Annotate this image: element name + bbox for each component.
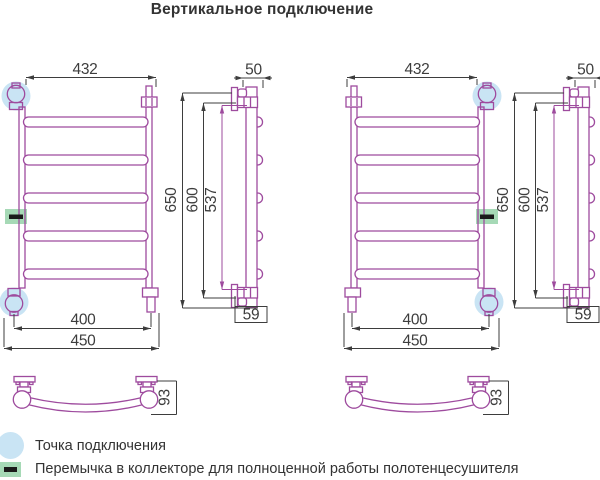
- valve-top: [6, 82, 26, 111]
- dim-arc-depth: 93: [157, 389, 174, 406]
- dim-mounting-height: 600: [517, 187, 534, 213]
- dim-bottom-width-inner: 400: [71, 312, 97, 329]
- dim-overall-height: 650: [163, 187, 180, 213]
- fitting-bottom: [344, 287, 362, 313]
- connection-spacing-dimension: [219, 105, 247, 290]
- jumper-bar: [9, 214, 23, 219]
- arc-tube-inner: [27, 403, 144, 413]
- rung: [22, 268, 149, 280]
- arc-collector-left: [344, 390, 364, 409]
- arc-mount-right: [135, 375, 158, 394]
- rung: [354, 154, 481, 166]
- arc-tube-outer: [28, 396, 143, 405]
- drawing-group-right: 432 400 450: [343, 61, 600, 415]
- arc-mount-right: [467, 375, 490, 394]
- jumper-bar: [480, 214, 494, 219]
- dim-side-top-offset: 50: [577, 62, 594, 79]
- dim-top-width: 432: [73, 61, 98, 78]
- front-dimension-lines: [3, 75, 160, 351]
- dim-mounting-height: 600: [185, 187, 202, 213]
- rung: [354, 192, 481, 204]
- legend-label-jumper: Перемычка в коллекторе для полноценной р…: [35, 461, 519, 477]
- fitting-bottom: [141, 287, 159, 313]
- arc-tube-inner: [359, 403, 476, 413]
- drawing-group-left: 432 400 450: [0, 61, 272, 415]
- dim-side-top-offset: 50: [245, 62, 262, 79]
- rung: [22, 154, 149, 166]
- side-dimension-lines: [180, 75, 272, 323]
- top-arc-view: [12, 375, 177, 415]
- arc-tube-outer: [360, 396, 475, 405]
- arc-collector-right: [471, 390, 491, 409]
- front-dimension-lines: [343, 75, 500, 351]
- rung: [354, 230, 481, 242]
- side-view: [512, 75, 600, 323]
- connection-spacing-dimension: [551, 105, 579, 290]
- arc-dimension-lines: [151, 380, 177, 415]
- valve-bottom: [479, 287, 499, 317]
- dim-side-bottom-offset: 59: [575, 307, 592, 324]
- dim-top-width: 432: [405, 61, 430, 78]
- rung: [22, 192, 149, 204]
- valve-bottom: [4, 287, 24, 317]
- rung: [22, 230, 149, 242]
- dim-bottom-width-inner: 400: [403, 312, 429, 329]
- dim-overall-height: 650: [495, 187, 512, 213]
- arc-dimension-lines: [483, 380, 509, 415]
- jumper-dash-icon: [4, 467, 17, 472]
- legend-label-connection-point: Точка подключения: [35, 438, 166, 454]
- arc-mount-left: [13, 375, 36, 394]
- top-arc-view: [344, 375, 509, 415]
- wall-bracket-top: [230, 86, 259, 112]
- collector-jumper-icon: [0, 462, 21, 477]
- dim-connection-spacing: 537: [203, 188, 220, 213]
- front-view: [0, 75, 160, 351]
- fitting-top: [140, 85, 158, 108]
- fitting-top: [345, 85, 363, 108]
- front-view: [343, 75, 504, 351]
- side-view: [180, 75, 272, 323]
- dim-side-bottom-offset: 59: [243, 307, 260, 324]
- rung: [354, 268, 481, 280]
- vertical-tube: [245, 86, 258, 308]
- dim-bottom-width-outer: 450: [71, 333, 97, 350]
- dim-connection-spacing: 537: [535, 188, 552, 213]
- arc-mount-left: [345, 375, 368, 394]
- valve-top: [477, 82, 497, 111]
- dim-bottom-width-outer: 450: [403, 333, 429, 350]
- rung: [22, 116, 149, 128]
- connection-point-icon: [0, 432, 24, 459]
- side-dimension-lines: [512, 75, 600, 323]
- vertical-tube: [577, 86, 590, 308]
- dim-arc-depth: 93: [489, 389, 506, 406]
- arc-collector-right: [139, 390, 159, 409]
- page-title: Вертикальное подключение: [150, 1, 374, 18]
- arc-collector-left: [12, 390, 32, 409]
- wall-bracket-top: [562, 86, 591, 112]
- rung: [354, 116, 481, 128]
